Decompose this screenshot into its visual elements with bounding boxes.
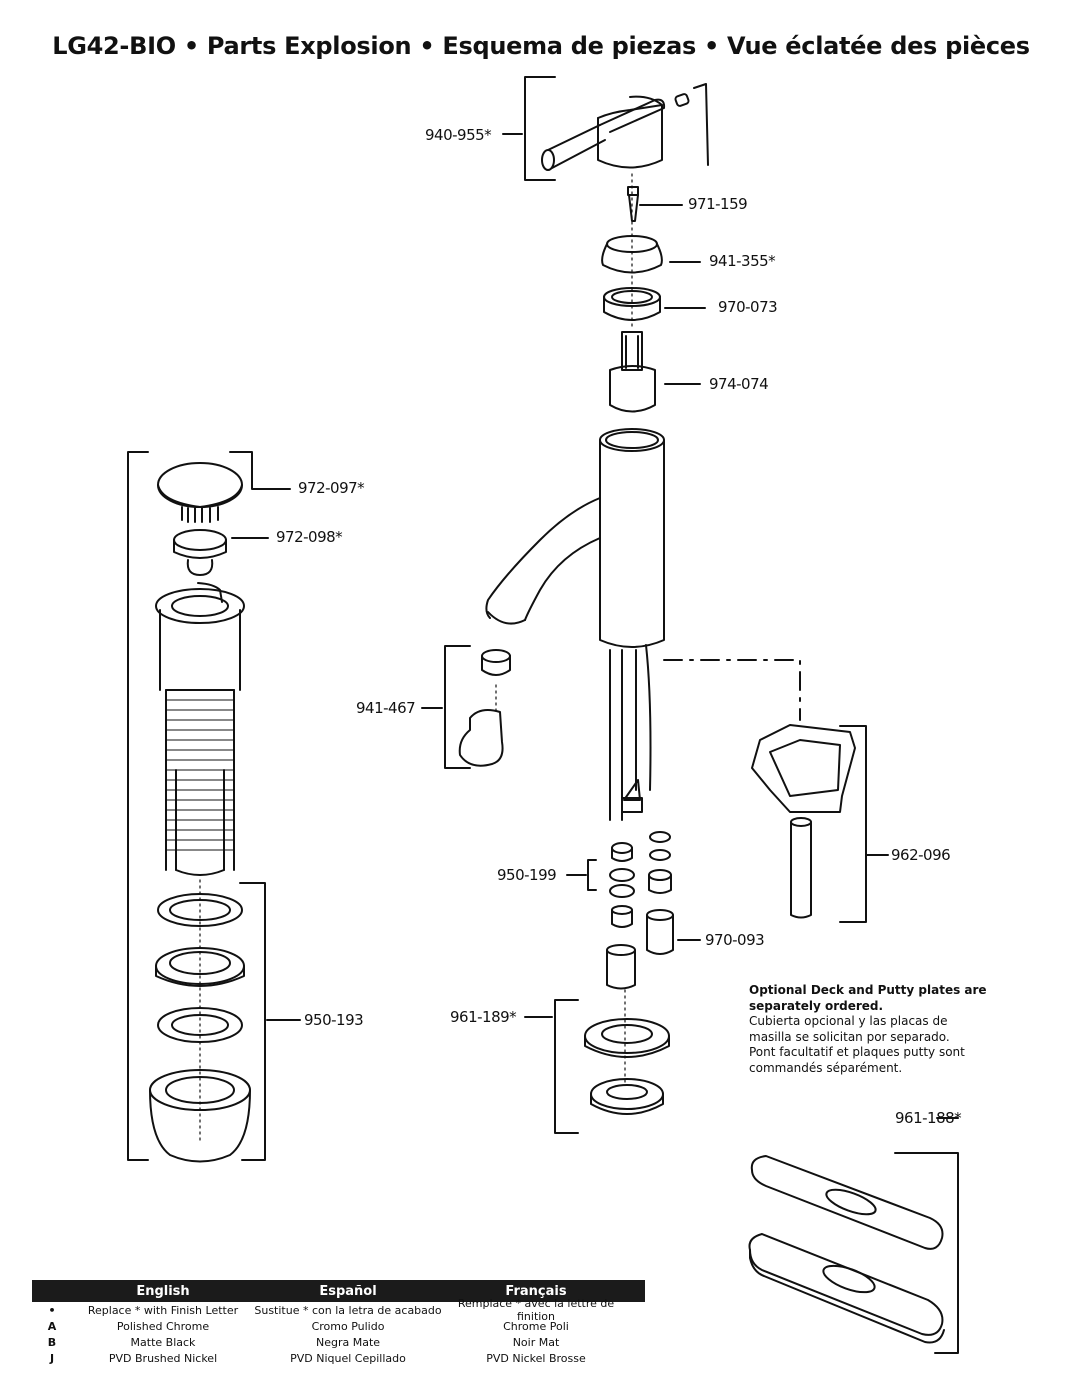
page-title: LG42-BIO•Parts Explosion•Esquema de piez… (0, 32, 1082, 60)
legend-cell-fr: Chrome Poli (503, 1319, 569, 1333)
title-spanish: Esquema de piezas (442, 32, 696, 60)
title-separator: • (704, 32, 720, 60)
title-separator: • (183, 32, 199, 60)
cartridge (609, 331, 701, 413)
aerator-key-group (421, 645, 511, 769)
part-label-961-189: 961-189* (450, 1008, 517, 1026)
title-english: Parts Explosion (206, 32, 412, 60)
part-label-941-355: 941-355* (709, 252, 776, 270)
legend-cell-en: Replace * with Finish Letter (87, 1303, 239, 1317)
faucet-body (485, 428, 665, 821)
handle-screw (627, 186, 683, 222)
deck-tray (751, 724, 889, 923)
mounting-hardware (524, 989, 670, 1134)
legend-row: • Replace * with Finish Letter Sustitue … (32, 1297, 645, 1323)
model-number: LG42-BIO (52, 32, 176, 60)
part-label-974-074: 974-074 (709, 375, 769, 393)
legend-cell-en: Matte Black (130, 1335, 196, 1349)
legend-cell-es: Sustitue * con la letra de acabado (254, 1303, 442, 1317)
legend-cell-en: Polished Chrome (116, 1319, 210, 1333)
legend-cell-fr: Remplace * avec la lettre de finition (457, 1297, 615, 1323)
part-label-972-097: 972-097* (298, 479, 365, 497)
supply-connectors (566, 831, 701, 990)
optional-plates-note: Optional Deck and Putty plates are separ… (749, 983, 989, 1076)
legend-cell-fr: Noir Mat (512, 1335, 560, 1349)
legend-row: A Polished Chrome Cromo Pulido Chrome Po… (32, 1318, 645, 1334)
part-label-970-093: 970-093 (705, 931, 765, 949)
part-label-941-467: 941-467 (356, 699, 416, 717)
part-label-950-193: 950-193 (304, 1011, 364, 1029)
note-spanish: Cubierta opcional y las placas de masill… (749, 1014, 950, 1044)
legend-cell-es: Negra Mate (315, 1335, 381, 1349)
part-label-970-073: 970-073 (718, 298, 778, 316)
part-label-961-188: 961-188* (895, 1109, 962, 1127)
part-label-972-098: 972-098* (276, 528, 343, 546)
legend-cell-en: PVD Brushed Nickel (108, 1351, 218, 1365)
legend-code: B (47, 1335, 57, 1349)
part-label-971-159: 971-159 (688, 195, 748, 213)
title-french: Vue éclatée des pièces (727, 32, 1030, 60)
legend-row: B Matte Black Negra Mate Noir Mat (32, 1334, 645, 1350)
deck-plate (748, 1117, 959, 1354)
finish-legend-table: English Español Français • Replace * wit… (32, 1280, 645, 1366)
legend-code: • (48, 1303, 56, 1317)
legend-cell-es: Cromo Pulido (311, 1319, 385, 1333)
legend-header-french: Français (505, 1283, 567, 1299)
part-label-940-955: 940-955* (425, 126, 492, 144)
legend-code: A (47, 1319, 57, 1333)
drain-assembly (127, 451, 301, 1163)
legend-cell-es: PVD Niquel Cepillado (290, 1351, 406, 1365)
bonnet-cap (601, 235, 701, 274)
legend-header-spanish: Español (319, 1283, 377, 1299)
legend-header-row: English Español Français (32, 1280, 645, 1302)
legend-row: J PVD Brushed Nickel PVD Niquel Cepillad… (32, 1350, 645, 1366)
note-french: Pont facultatif et plaques putty sont co… (749, 1045, 965, 1075)
part-label-962-096: 962-096 (891, 846, 951, 864)
legend-cell-fr: PVD Nickel Brosse (486, 1351, 586, 1365)
bonnet-nut (603, 287, 706, 321)
part-label-950-199: 950-199 (497, 866, 557, 884)
legend-header-english: English (136, 1283, 190, 1299)
legend-code: J (49, 1351, 55, 1365)
note-english: Optional Deck and Putty plates are separ… (749, 983, 987, 1013)
title-separator: • (419, 32, 435, 60)
handle-assembly (502, 76, 709, 181)
